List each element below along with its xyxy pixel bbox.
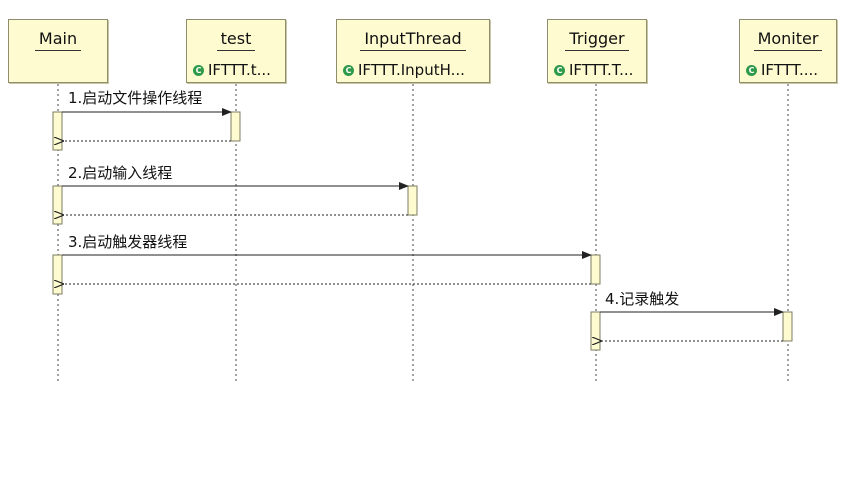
activation-trigger-2: [590, 311, 601, 351]
message-3-label: 3.启动触发器线程: [68, 233, 188, 251]
lifeline-inputthread-name: InputThread: [360, 29, 466, 51]
lifeline-test-name: test: [216, 29, 256, 51]
message-4-label: 4.记录触发: [605, 290, 680, 308]
class-icon: C: [193, 64, 204, 76]
activation-main-2: [52, 185, 63, 225]
activation-test: [230, 111, 241, 142]
class-icon: C: [554, 64, 565, 76]
lifeline-moniter-class: IFTTT....: [761, 61, 819, 79]
lifeline-main[interactable]: Main: [8, 19, 108, 83]
lifeline-moniter[interactable]: Moniter C IFTTT....: [739, 19, 837, 83]
lifeline-trigger-class: IFTTT.T...: [569, 61, 634, 79]
lifeline-test-class: IFTTT.t...: [208, 61, 271, 79]
activation-main-1: [52, 111, 63, 151]
lifeline-test[interactable]: test C IFTTT.t...: [186, 19, 286, 83]
lifeline-trigger-name: Trigger: [565, 29, 629, 51]
message-1-label: 1.启动文件操作线程: [68, 89, 203, 107]
activation-moniter: [782, 311, 793, 342]
lifeline-main-name: Main: [34, 29, 82, 51]
class-icon: C: [343, 64, 354, 76]
lifeline-moniter-name: Moniter: [753, 29, 823, 51]
activation-trigger-1: [590, 254, 601, 285]
message-2-label: 2.启动输入线程: [68, 164, 173, 182]
lifeline-inputthread-class: IFTTT.InputH...: [358, 61, 465, 79]
activation-inputthread: [407, 185, 418, 216]
lifeline-inputthread[interactable]: InputThread C IFTTT.InputH...: [336, 19, 490, 83]
lifeline-trigger[interactable]: Trigger C IFTTT.T...: [547, 19, 647, 83]
activation-main-3: [52, 254, 63, 295]
class-icon: C: [746, 64, 757, 76]
